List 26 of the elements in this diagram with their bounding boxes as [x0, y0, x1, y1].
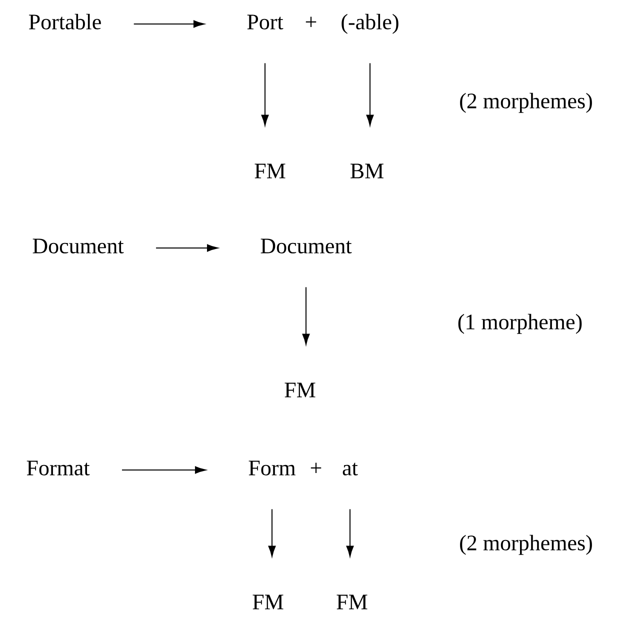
word: Port [247, 14, 284, 30]
arrow [121, 466, 206, 474]
morpheme-count: (2 morphemes) [460, 534, 592, 555]
arrow [268, 508, 276, 557]
word: FM [252, 594, 284, 610]
arrow [302, 286, 310, 345]
word: Portable [29, 14, 101, 30]
word: Document [260, 238, 352, 254]
arrow [261, 62, 269, 126]
morpheme-count: (1 morpheme) [458, 314, 582, 334]
word: Form [248, 460, 296, 476]
arrow [346, 508, 354, 557]
arrow [366, 62, 374, 126]
word: Document [32, 238, 124, 254]
plus-sign: + [306, 16, 316, 27]
morpheme-count: (2 morphemes) [460, 92, 592, 113]
word: at [342, 462, 358, 476]
word: FM [254, 164, 286, 178]
arrow [133, 20, 204, 28]
word: BM [350, 164, 384, 178]
word: FM [284, 382, 316, 398]
arrow [156, 244, 218, 252]
word: FM [336, 594, 368, 610]
word: (-able) [342, 14, 398, 34]
plus-sign: + [310, 462, 322, 473]
word: Format [26, 460, 90, 476]
